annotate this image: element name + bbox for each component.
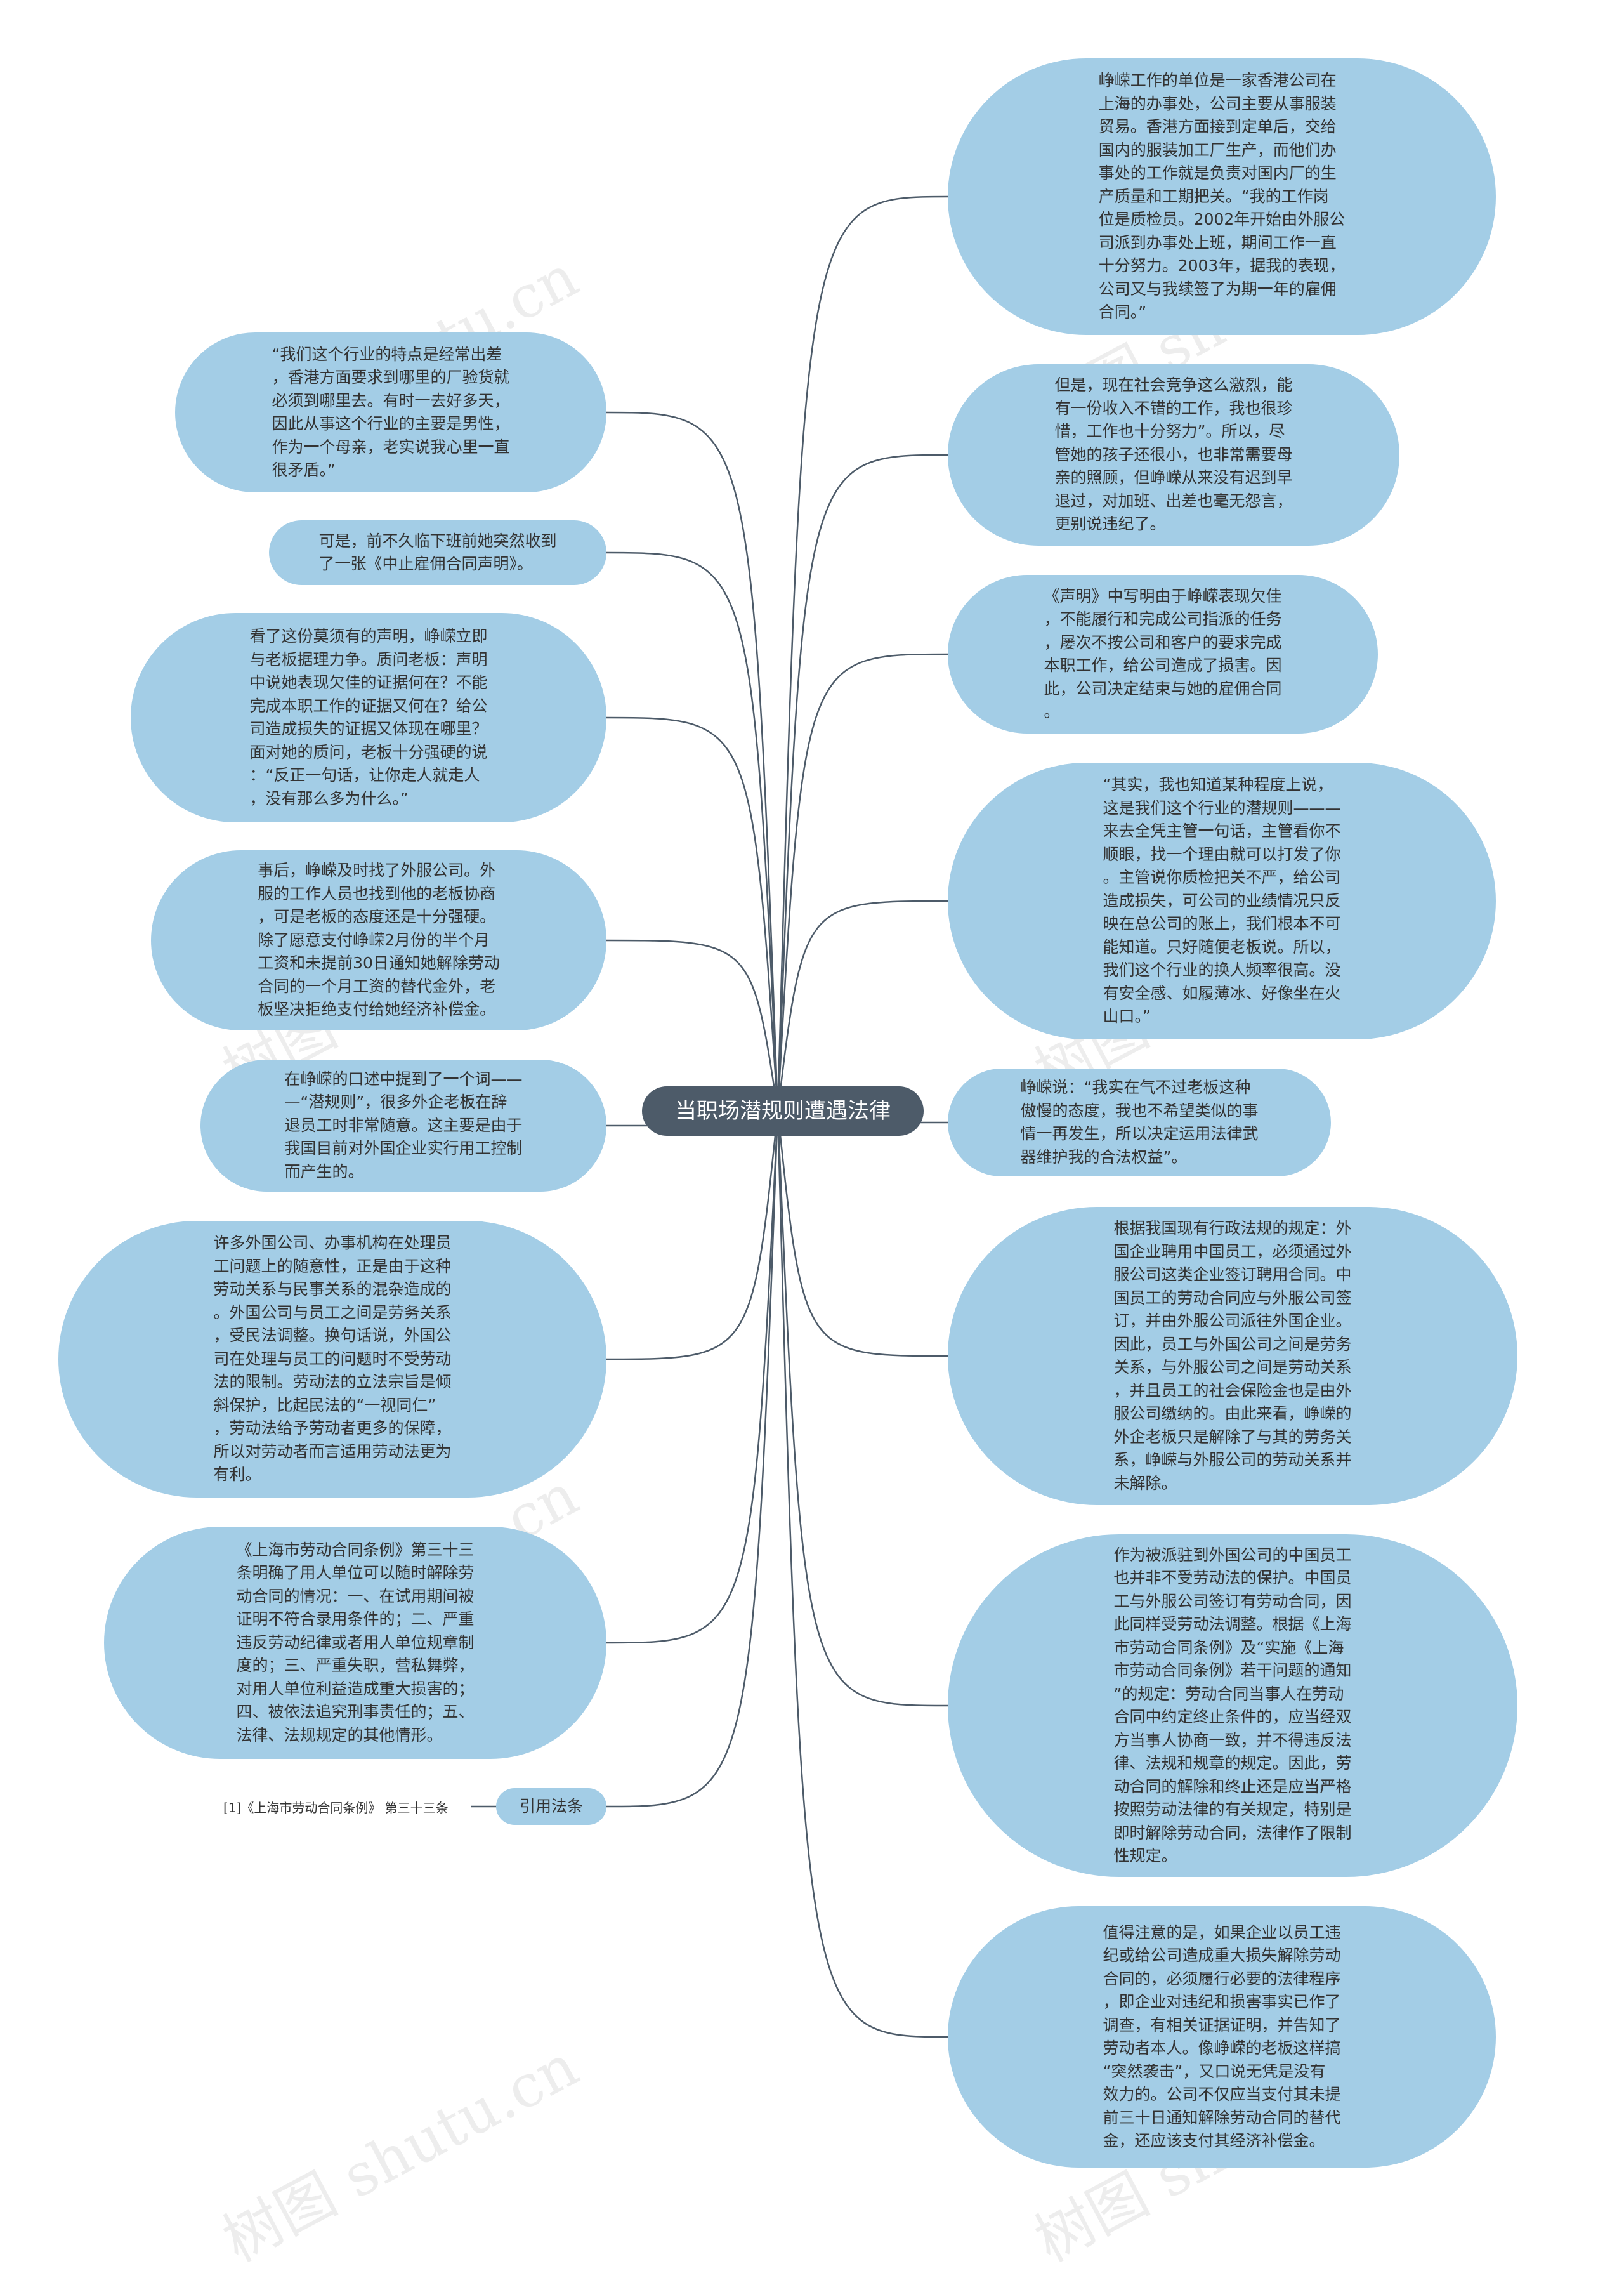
central-topic-label: 当职场潜规则遭遇法律: [675, 1098, 891, 1124]
connector-right: [776, 195, 948, 1112]
connector-left: [606, 939, 779, 1112]
topic-node-right[interactable]: “其实，我也知道某种程度上说， 这是我们这个行业的潜规则——— 来去全凭主管一句…: [948, 763, 1496, 1039]
reference-note: [1]《上海市劳动合同条例》 第三十三条: [223, 1800, 449, 1815]
connector-right: [776, 1110, 948, 2038]
topic-node-text: “我们这个行业的特点是经常出差 ，香港方面要求到哪里的厂验货就 必须到哪里去。有…: [272, 345, 510, 480]
topic-node-text: 但是，现在社会竞争这么激烈，能 有一份收入不错的工作，我也很珍 惜，工作也十分努…: [1054, 376, 1293, 534]
topic-node-text: 看了这份莫须有的声明，峥嵘立即 与老板据理力争。质问老板：声明 中说她表现欠佳的…: [249, 627, 488, 808]
topic-node-left[interactable]: 在峥嵘的口述中提到了一个词—— —“潜规则”，很多外企老板在辞 退员工时非常随意…: [200, 1060, 606, 1192]
topic-node-left[interactable]: “我们这个行业的特点是经常出差 ，香港方面要求到哪里的厂验货就 必须到哪里去。有…: [175, 332, 606, 492]
topic-node-left[interactable]: 许多外国公司、办事机构在处理员 工问题上的随意性，正是由于这种 劳动关系与民事关…: [58, 1221, 606, 1498]
topic-node-text: 《上海市劳动合同条例》第三十三 条明确了用人单位可以随时解除劳 动合同的情况：一…: [236, 1540, 475, 1744]
topic-node-right[interactable]: 《声明》中写明由于峥嵘表现欠佳 ，不能履行和完成公司指派的任务 ，屡次不按公司和…: [948, 575, 1378, 734]
topic-node-text: 峥嵘说：“我实在气不过老板这种 傲慢的态度，我也不希望类似的事 情一再发生，所以…: [1020, 1078, 1259, 1166]
topic-node-left[interactable]: 事后，峥嵘及时找了外服公司。外 服的工作人员也找到他的老板协商 ，可是老板的态度…: [151, 850, 606, 1030]
topic-node-text: “其实，我也知道某种程度上说， 这是我们这个行业的潜规则——— 来去全凭主管一句…: [1103, 775, 1341, 1026]
topic-node-right[interactable]: 作为被派驻到外国公司的中国员工 也并非不受劳动法的保护。中国员 工与外服公司签订…: [948, 1534, 1517, 1877]
connector-left: [606, 551, 779, 1112]
topic-node-left[interactable]: 看了这份莫须有的声明，峥嵘立即 与老板据理力争。质问老板：声明 中说她表现欠佳的…: [131, 613, 606, 822]
connector-right: [776, 900, 948, 1112]
topic-node-right[interactable]: 根据我国现有行政法规的规定：外 国企业聘用中国员工，必须通过外 服公司这类企业签…: [948, 1207, 1517, 1505]
topic-node-right[interactable]: 峥嵘工作的单位是一家香港公司在 上海的办事处，公司主要从事服装 贸易。香港方面接…: [948, 58, 1496, 335]
connector-left: [606, 1110, 779, 1808]
topic-node-text: 许多外国公司、办事机构在处理员 工问题上的随意性，正是由于这种 劳动关系与民事关…: [213, 1234, 452, 1484]
topic-node-right[interactable]: 但是，现在社会竞争这么激烈，能 有一份收入不错的工作，我也很珍 惜，工作也十分努…: [948, 364, 1399, 546]
connector-right: [776, 454, 948, 1112]
connector-right: [776, 653, 948, 1112]
topic-node-text: 峥嵘工作的单位是一家香港公司在 上海的办事处，公司主要从事服装 贸易。香港方面接…: [1098, 71, 1346, 322]
topic-node-left[interactable]: 引用法条: [496, 1788, 606, 1825]
topic-node-right[interactable]: 值得注意的是，如果企业以员工违 纪或给公司造成重大损失解除劳动 合同的，必须履行…: [948, 1906, 1496, 2168]
connector-right: [776, 1110, 948, 1707]
topic-node-text: 在峥嵘的口述中提到了一个词—— —“潜规则”，很多外企老板在辞 退员工时非常随意…: [284, 1069, 523, 1181]
topic-node-left[interactable]: 《上海市劳动合同条例》第三十三 条明确了用人单位可以随时解除劳 动合同的情况：一…: [104, 1527, 606, 1759]
topic-node-text: 作为被派驻到外国公司的中国员工 也并非不受劳动法的保护。中国员 工与外服公司签订…: [1113, 1545, 1352, 1866]
topic-node-text: 事后，峥嵘及时找了外服公司。外 服的工作人员也找到他的老板协商 ，可是老板的态度…: [258, 861, 500, 1019]
topic-node-left[interactable]: 可是，前不久临下班前她突然收到 了一张《中止雇佣合同声明》。: [269, 520, 606, 585]
connector-left: [606, 716, 779, 1112]
connector-right: [776, 1110, 948, 1357]
connector-left: [606, 411, 779, 1112]
connector-left: [606, 1110, 779, 1644]
topic-node-text: 值得注意的是，如果企业以员工违 纪或给公司造成重大损失解除劳动 合同的，必须履行…: [1103, 1923, 1341, 2150]
topic-node-right[interactable]: 峥嵘说：“我实在气不过老板这种 傲慢的态度，我也不希望类似的事 情一再发生，所以…: [948, 1069, 1331, 1176]
topic-node-text: 引用法条: [519, 1796, 583, 1815]
central-topic-node[interactable]: 当职场潜规则遭遇法律: [642, 1086, 924, 1136]
connector-left: [606, 1110, 779, 1360]
topic-node-text: 《声明》中写明由于峥嵘表现欠佳 ，不能履行和完成公司指派的任务 ，屡次不按公司和…: [1044, 586, 1282, 721]
topic-node-text: 可是，前不久临下班前她突然收到 了一张《中止雇佣合同声明》。: [318, 531, 557, 574]
topic-node-text: 根据我国现有行政法规的规定：外 国企业聘用中国员工，必须通过外 服公司这类企业签…: [1113, 1219, 1352, 1492]
